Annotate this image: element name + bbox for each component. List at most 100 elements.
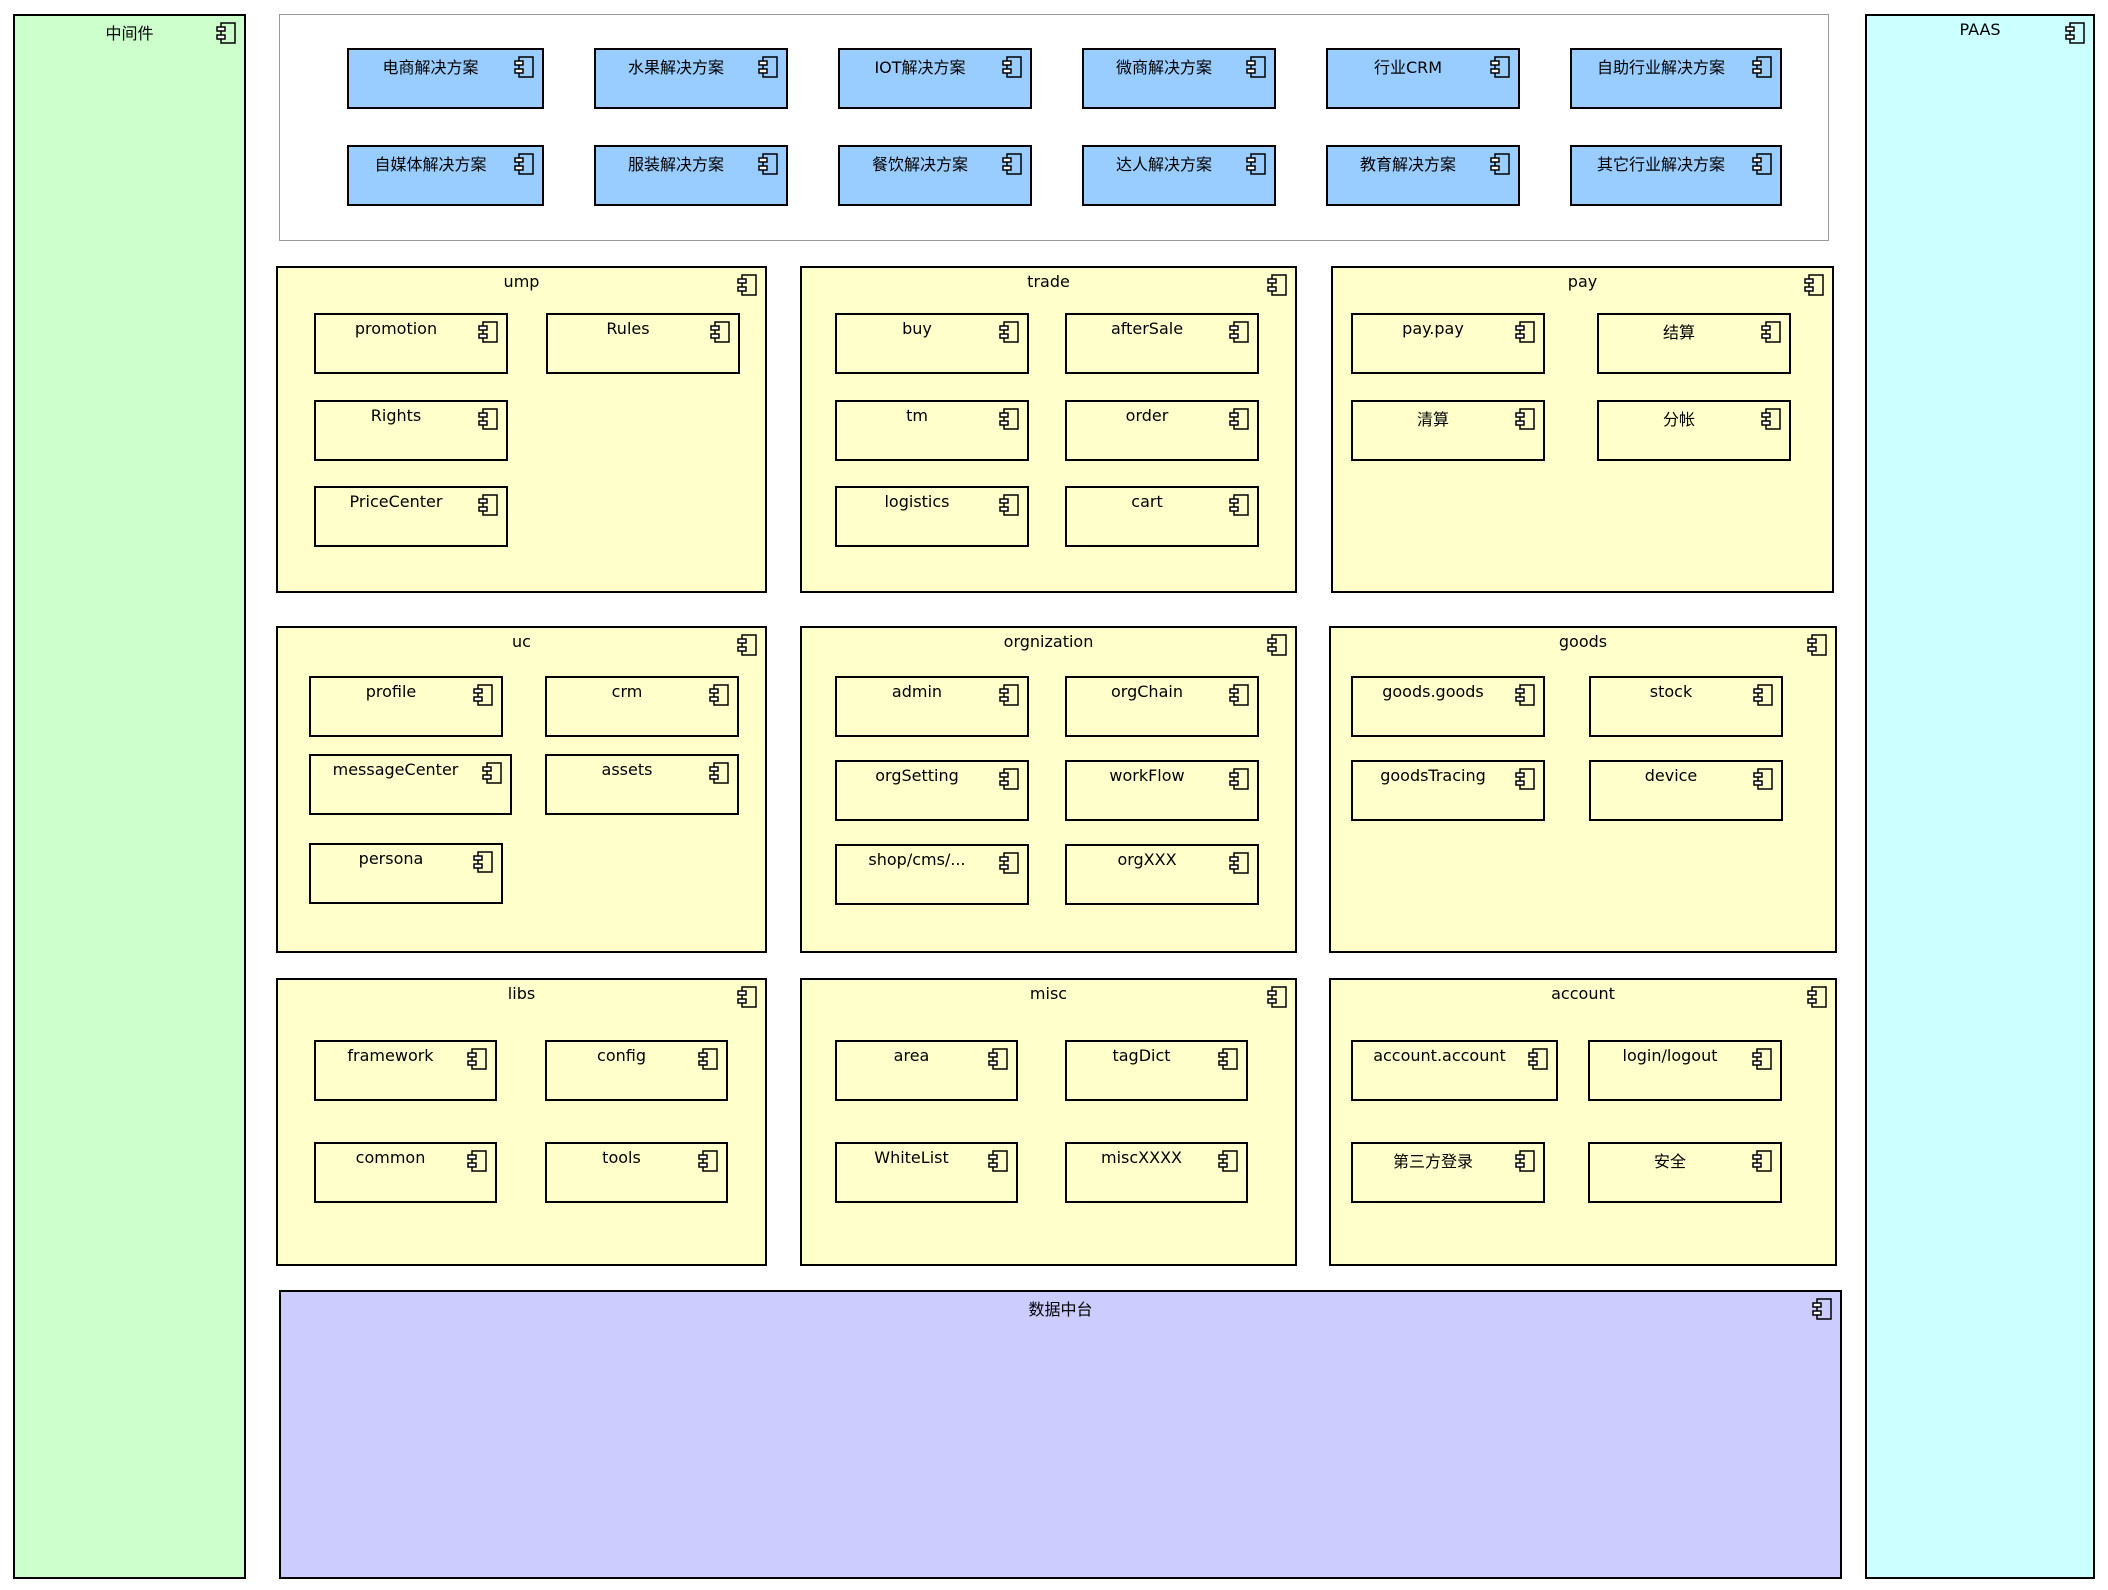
solution-box[interactable]: 行业CRM (1326, 48, 1520, 109)
component-icon (1267, 986, 1287, 1008)
component-icon (1002, 56, 1022, 78)
component-box[interactable]: area (835, 1040, 1018, 1101)
component-box[interactable]: tools (545, 1142, 728, 1203)
component-box[interactable]: crm (545, 676, 739, 737)
solution-box[interactable]: 自助行业解决方案 (1570, 48, 1782, 109)
solution-box[interactable]: IOT解决方案 (838, 48, 1032, 109)
component-box[interactable]: tm (835, 400, 1029, 461)
component-icon (1752, 1048, 1772, 1070)
component-label: config (597, 1046, 646, 1065)
component-icon (1812, 1298, 1832, 1320)
component-icon (1515, 408, 1535, 430)
component-box[interactable]: PriceCenter (314, 486, 508, 547)
component-icon (1246, 56, 1266, 78)
component-box[interactable]: 安全 (1588, 1142, 1782, 1203)
solution-label: 达人解决方案 (1115, 155, 1212, 174)
component-icon (1528, 1048, 1548, 1070)
component-box[interactable]: orgXXX (1065, 844, 1259, 905)
component-box[interactable]: cart (1065, 486, 1259, 547)
component-icon (1761, 321, 1781, 343)
component-label: orgSetting (875, 766, 959, 785)
component-box[interactable]: admin (835, 676, 1029, 737)
solution-box[interactable]: 自媒体解决方案 (347, 145, 544, 206)
component-box[interactable]: profile (309, 676, 503, 737)
component-box[interactable]: 清算 (1351, 400, 1545, 461)
component-label: tagDict (1112, 1046, 1171, 1065)
package-misc[interactable]: misc (800, 978, 1297, 1266)
component-box[interactable]: buy (835, 313, 1029, 374)
component-label: area (893, 1046, 930, 1065)
component-box[interactable]: 分帐 (1597, 400, 1791, 461)
package-libs[interactable]: libs (276, 978, 767, 1266)
component-box[interactable]: stock (1589, 676, 1783, 737)
component-box[interactable]: tagDict (1065, 1040, 1248, 1101)
component-box[interactable]: 结算 (1597, 313, 1791, 374)
component-label: 安全 (1653, 1152, 1686, 1171)
component-label: device (1644, 766, 1698, 785)
middleware-panel[interactable]: 中间件 (13, 14, 246, 1579)
component-box[interactable]: afterSale (1065, 313, 1259, 374)
component-box[interactable]: promotion (314, 313, 508, 374)
component-box[interactable]: goodsTracing (1351, 760, 1545, 821)
component-icon (473, 851, 493, 873)
component-label: goodsTracing (1380, 766, 1486, 785)
component-label: admin (891, 682, 943, 701)
package-account[interactable]: account (1329, 978, 1837, 1266)
component-icon (758, 56, 778, 78)
component-label: crm (611, 682, 643, 701)
component-icon (1761, 408, 1781, 430)
component-box[interactable]: framework (314, 1040, 497, 1101)
component-box[interactable]: messageCenter (309, 754, 512, 815)
component-box[interactable]: device (1589, 760, 1783, 821)
component-icon (999, 852, 1019, 874)
component-box[interactable]: Rights (314, 400, 508, 461)
component-label: shop/cms/... (868, 850, 966, 869)
component-box[interactable]: miscXXXX (1065, 1142, 1248, 1203)
component-label: persona (358, 849, 424, 868)
component-icon (1515, 321, 1535, 343)
solution-box[interactable]: 电商解决方案 (347, 48, 544, 109)
component-box[interactable]: pay.pay (1351, 313, 1545, 374)
component-label: 第三方登录 (1392, 1152, 1473, 1171)
component-label: goods.goods (1382, 682, 1484, 701)
component-box[interactable]: account.account (1351, 1040, 1558, 1101)
solution-box[interactable]: 微商解决方案 (1082, 48, 1276, 109)
component-box[interactable]: login/logout (1588, 1040, 1782, 1101)
solution-box[interactable]: 其它行业解决方案 (1570, 145, 1782, 206)
component-box[interactable]: Rules (546, 313, 740, 374)
component-box[interactable]: workFlow (1065, 760, 1259, 821)
component-icon (1229, 768, 1249, 790)
solution-box[interactable]: 水果解决方案 (594, 48, 788, 109)
component-box[interactable]: persona (309, 843, 503, 904)
component-icon (758, 153, 778, 175)
component-box[interactable]: config (545, 1040, 728, 1101)
component-icon (482, 762, 502, 784)
component-box[interactable]: assets (545, 754, 739, 815)
component-box[interactable]: orgChain (1065, 676, 1259, 737)
component-icon (478, 408, 498, 430)
component-icon (1807, 986, 1827, 1008)
component-box[interactable]: order (1065, 400, 1259, 461)
component-icon (216, 22, 236, 44)
component-label: tools (602, 1148, 641, 1167)
solution-box[interactable]: 服装解决方案 (594, 145, 788, 206)
component-box[interactable]: 第三方登录 (1351, 1142, 1545, 1203)
component-box[interactable]: orgSetting (835, 760, 1029, 821)
package-title: misc (1029, 984, 1068, 1003)
solution-box[interactable]: 达人解决方案 (1082, 145, 1276, 206)
data-platform[interactable]: 数据中台 (279, 1290, 1842, 1579)
paas-panel[interactable]: PAAS (1865, 14, 2095, 1579)
component-icon (1752, 153, 1772, 175)
component-box[interactable]: common (314, 1142, 497, 1203)
component-icon (988, 1150, 1008, 1172)
component-box[interactable]: shop/cms/... (835, 844, 1029, 905)
solution-box[interactable]: 教育解决方案 (1326, 145, 1520, 206)
solution-box[interactable]: 餐饮解决方案 (838, 145, 1032, 206)
component-icon (1229, 321, 1249, 343)
component-icon (514, 56, 534, 78)
component-box[interactable]: WhiteList (835, 1142, 1018, 1203)
component-label: common (355, 1148, 426, 1167)
component-box[interactable]: logistics (835, 486, 1029, 547)
component-box[interactable]: goods.goods (1351, 676, 1545, 737)
component-label: logistics (884, 492, 950, 511)
